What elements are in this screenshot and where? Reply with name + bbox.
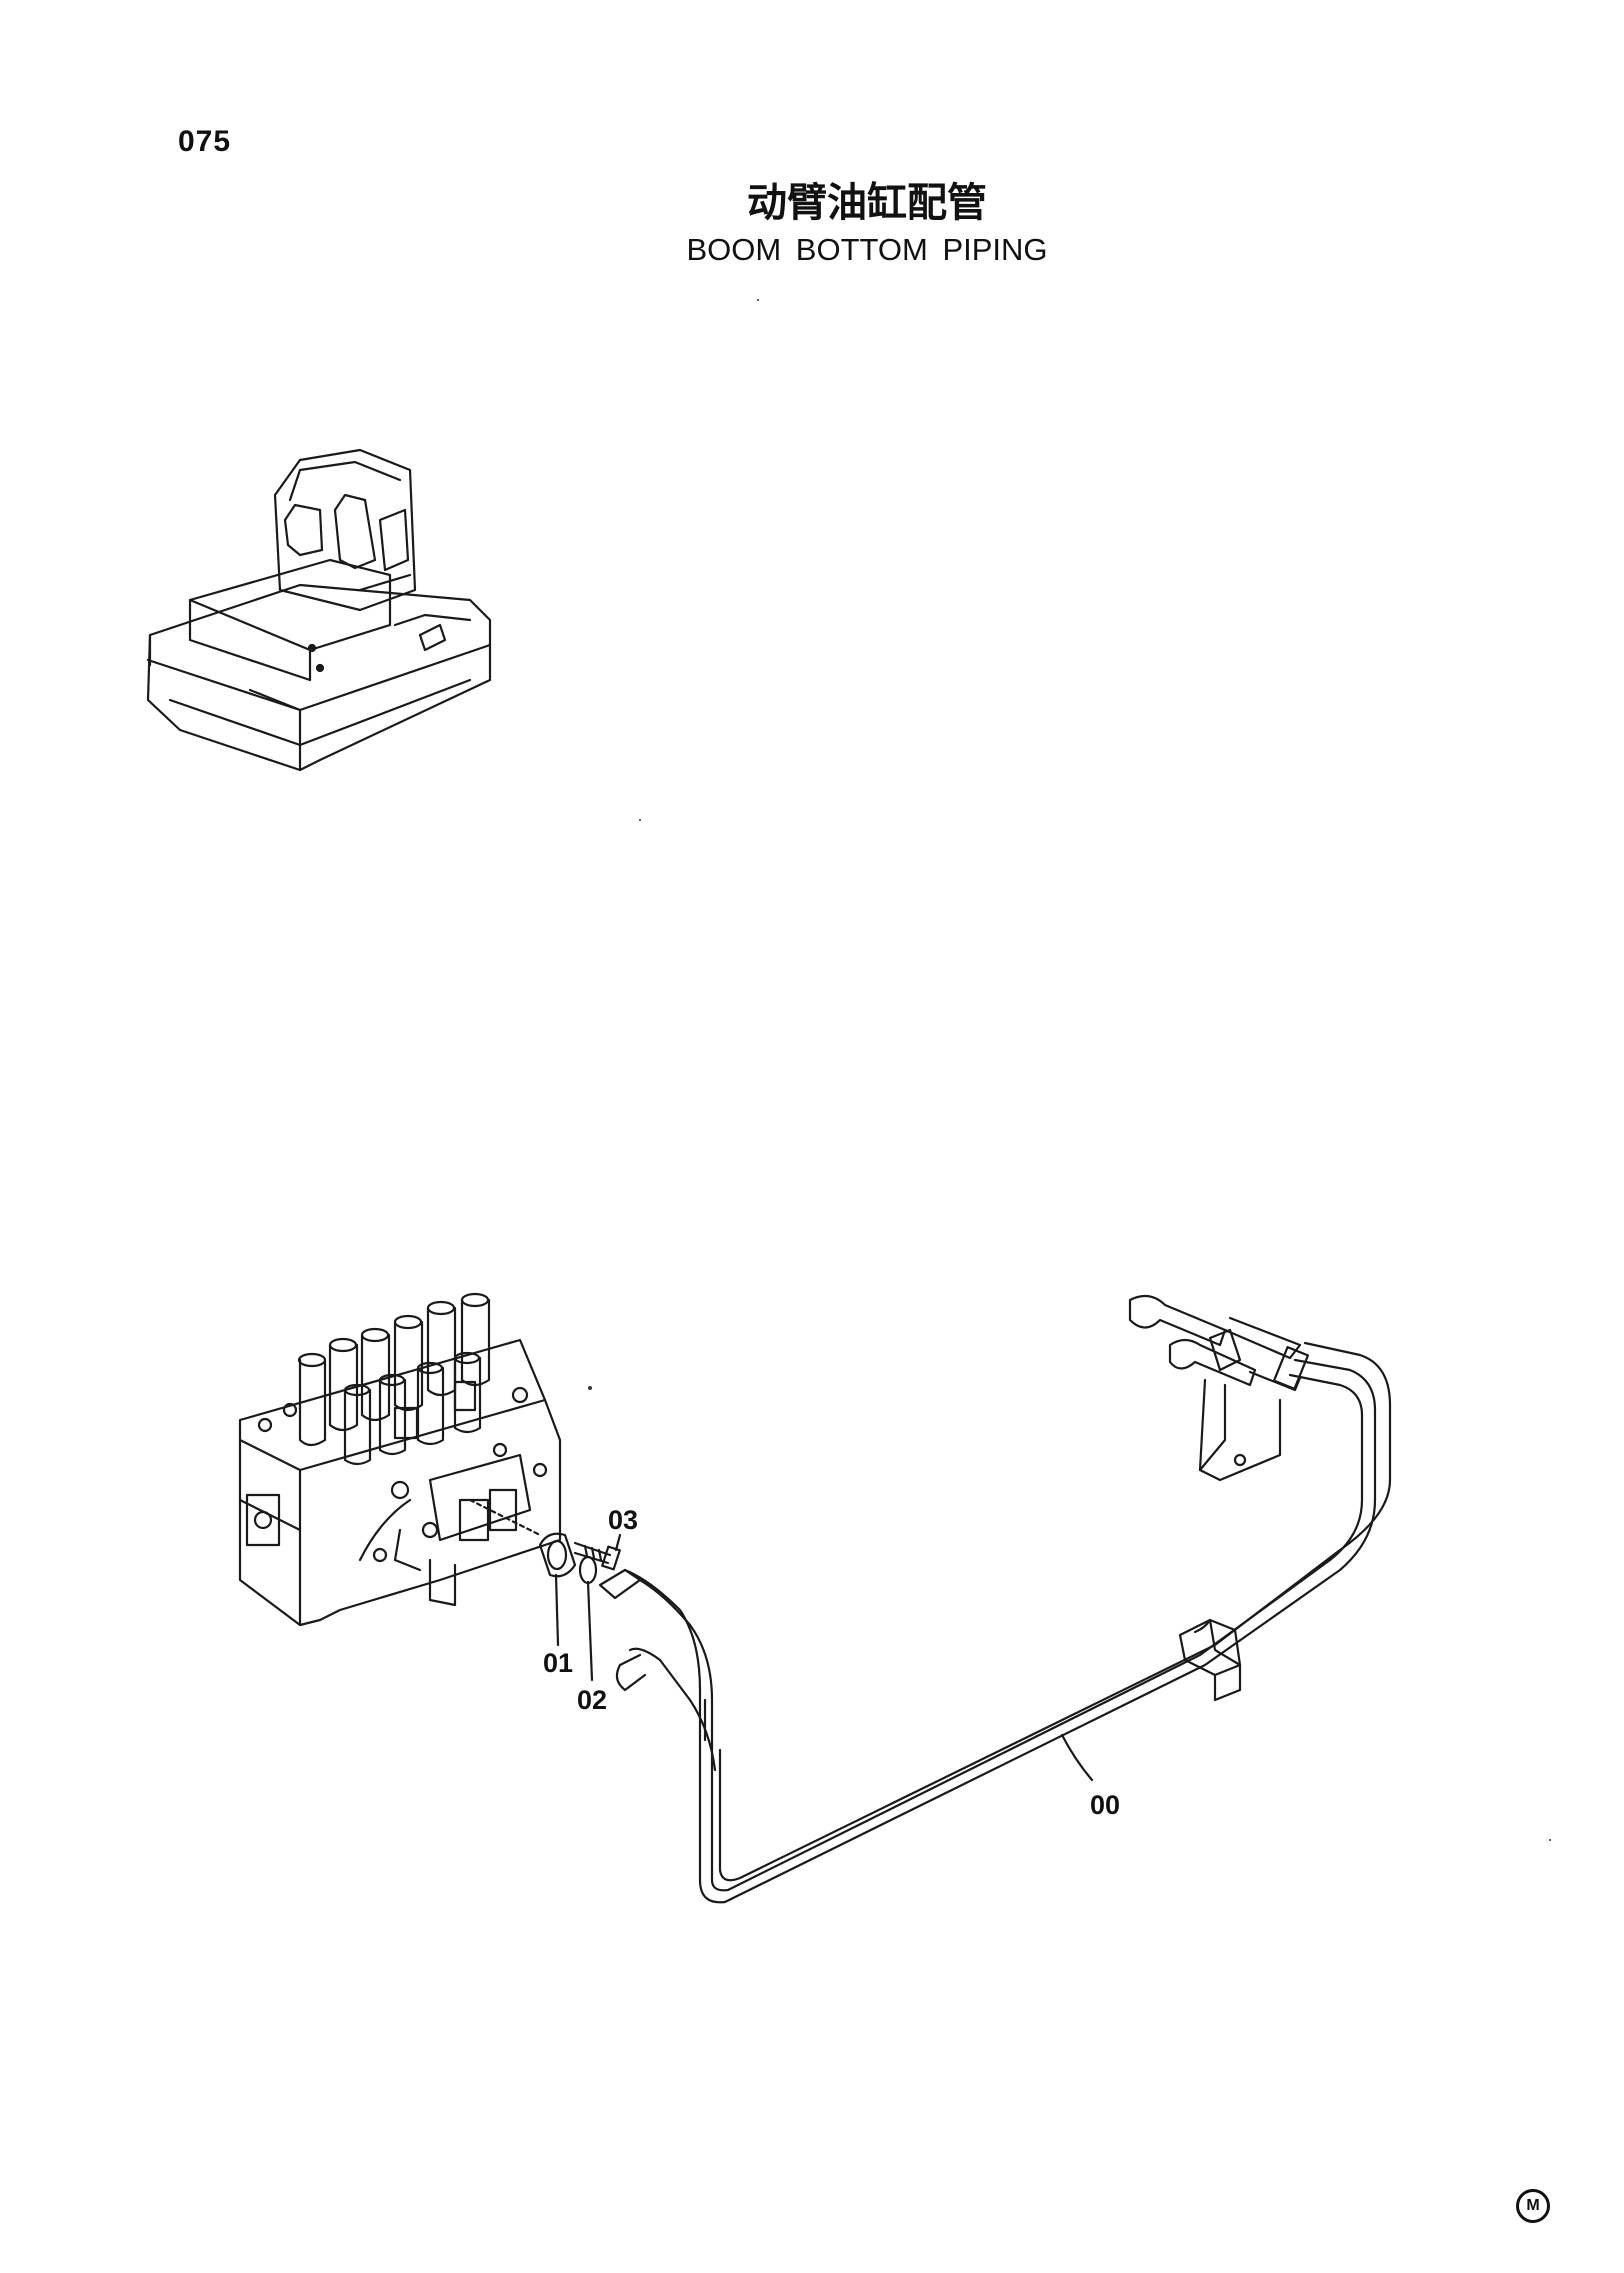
control-valve-assembly bbox=[238, 1292, 562, 1627]
title-english: BOOM BOTTOM PIPING bbox=[686, 232, 1048, 267]
part-01-flange bbox=[538, 1532, 577, 1578]
part-02-o-ring bbox=[578, 1555, 598, 1585]
leader-00 bbox=[1060, 1733, 1094, 1782]
port-leader bbox=[468, 1498, 542, 1537]
callout-02: 02 bbox=[577, 1685, 608, 1715]
part-00-pipe bbox=[598, 1294, 1392, 1904]
leader-01 bbox=[554, 1573, 560, 1647]
excavator-locator-sketch bbox=[146, 448, 492, 772]
callout-03: 03 bbox=[608, 1505, 639, 1535]
leader-03 bbox=[614, 1533, 622, 1552]
registered-mark-icon: M bbox=[1516, 2189, 1550, 2223]
title-chinese: 动臂油缸配管 bbox=[747, 180, 987, 226]
leader-02 bbox=[586, 1580, 594, 1682]
scan-specks bbox=[588, 299, 1551, 1841]
page-number: 075 bbox=[178, 125, 232, 158]
callout-01: 01 bbox=[543, 1648, 574, 1678]
callout-00: 00 bbox=[1090, 1790, 1121, 1820]
part-03-bolt bbox=[573, 1541, 621, 1571]
